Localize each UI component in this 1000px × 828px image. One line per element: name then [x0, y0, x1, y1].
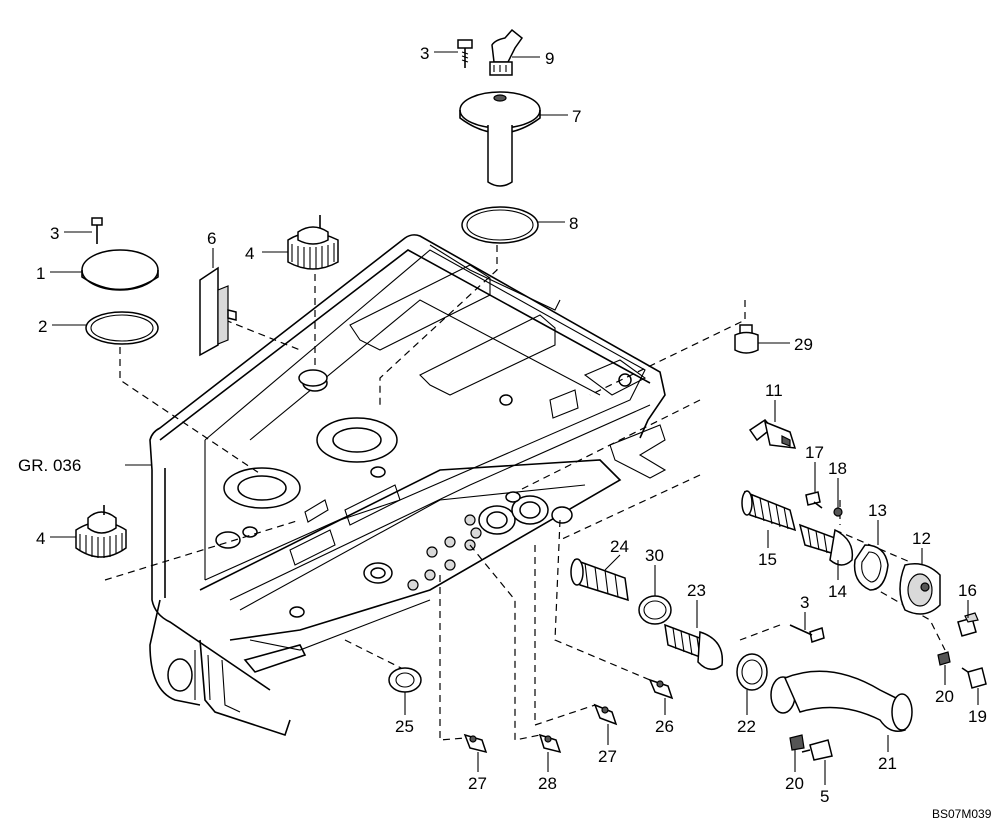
nut-20-plug-19 — [937, 651, 987, 689]
callout-20-right: 20 — [935, 687, 954, 706]
filler-cap-lower — [75, 505, 127, 558]
tank-frame — [149, 234, 667, 737]
callout-8: 8 — [569, 214, 578, 233]
callout-5: 5 — [820, 787, 829, 806]
callout-4-lower: 4 — [36, 529, 45, 548]
assembly-lines — [104, 245, 946, 741]
callout-3-top: 3 — [420, 44, 429, 63]
callout-15: 15 — [758, 550, 777, 569]
filter-15 — [741, 490, 797, 532]
callout-6: 6 — [207, 229, 216, 248]
left-cover-assembly — [81, 217, 159, 345]
callout-7: 7 — [572, 107, 581, 126]
callout-16: 16 — [958, 581, 977, 600]
callout-1: 1 — [36, 264, 45, 283]
pipe-21 — [770, 670, 913, 732]
callout-2: 2 — [38, 317, 47, 336]
callout-26: 26 — [655, 717, 674, 736]
sender-unit — [199, 266, 237, 357]
callout-14: 14 — [828, 582, 847, 601]
callout-18: 18 — [828, 459, 847, 478]
callout-11: 11 — [765, 381, 783, 400]
drawing-code: BS07M039 — [932, 807, 992, 821]
callout-9: 9 — [545, 49, 554, 68]
callout-3-left: 3 — [50, 224, 59, 243]
spring-cap-23 — [664, 623, 724, 671]
sensor-11 — [748, 419, 797, 449]
group-reference-label: GR. 036 — [18, 456, 81, 475]
callout-3-right: 3 — [800, 593, 809, 612]
callout-12: 12 — [912, 529, 931, 548]
callout-23: 23 — [687, 581, 706, 600]
washer-30 — [638, 595, 672, 625]
cover-12 — [899, 563, 941, 615]
callout-28: 28 — [538, 774, 557, 793]
plug-29 — [734, 324, 759, 354]
callout-13: 13 — [868, 501, 887, 520]
bolt-17-washer-18 — [805, 491, 843, 517]
nut-20-bolt-5 — [789, 734, 833, 761]
callout-17: 17 — [805, 443, 824, 462]
gasket-13 — [853, 544, 889, 591]
callout-29: 29 — [794, 335, 813, 354]
callout-21: 21 — [878, 754, 897, 773]
callout-25: 25 — [395, 717, 414, 736]
callout-labels: 3 9 7 8 3 1 2 6 4 29 11 17 18 13 12 4 15… — [18, 44, 992, 821]
rail-plugs — [407, 514, 482, 591]
screw-3-lower — [789, 624, 825, 643]
top-cover-assembly — [457, 28, 541, 244]
filler-cap-upper — [287, 215, 339, 387]
callout-20-bottom: 20 — [785, 774, 804, 793]
callout-30: 30 — [645, 546, 664, 565]
filter-24 — [570, 558, 629, 602]
leader-lines — [50, 51, 979, 785]
nut-25 — [388, 667, 422, 693]
callout-27-right: 27 — [598, 747, 617, 766]
washer-22 — [736, 653, 768, 691]
callout-27-left: 27 — [468, 774, 487, 793]
callout-24: 24 — [610, 537, 629, 556]
nipples — [463, 678, 674, 754]
callout-19: 19 — [968, 707, 987, 726]
callout-4-upper: 4 — [245, 244, 254, 263]
callout-22: 22 — [737, 717, 756, 736]
spring-cap-14 — [798, 523, 854, 566]
